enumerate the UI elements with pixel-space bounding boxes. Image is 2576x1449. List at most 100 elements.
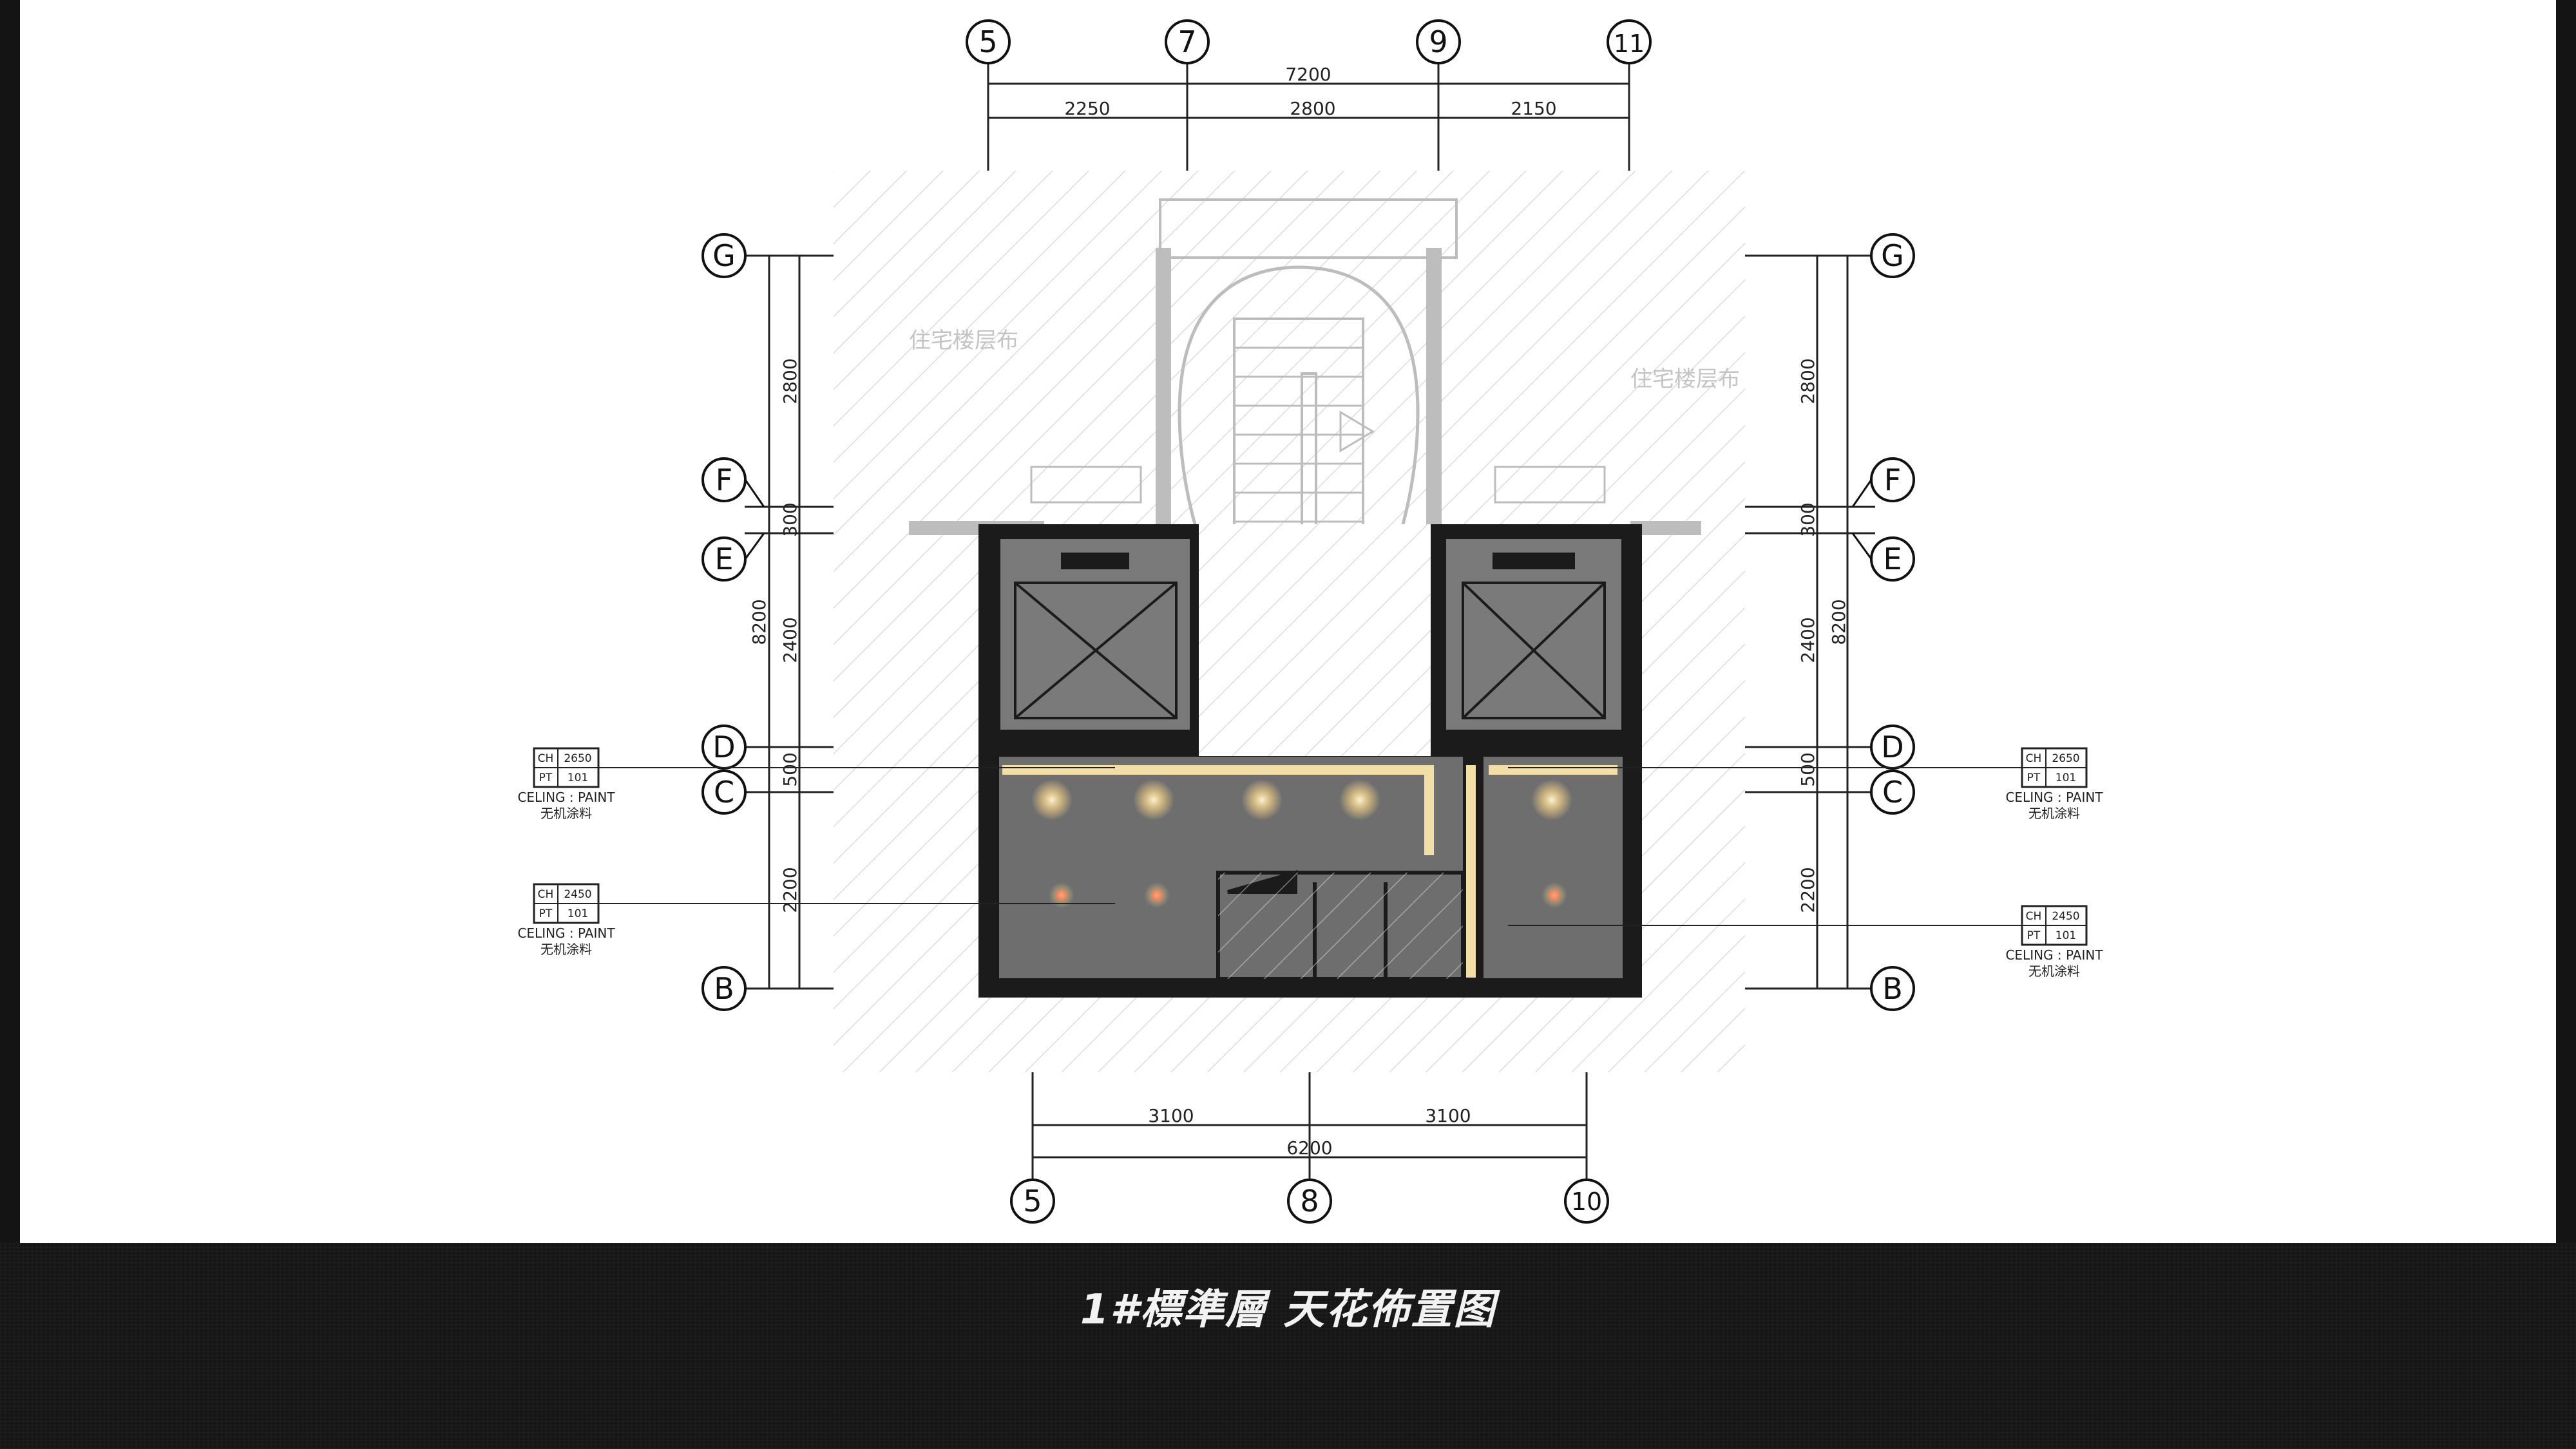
right-span-dim-4: 500	[1797, 752, 1818, 786]
svg-text:E: E	[1883, 542, 1902, 576]
right-span-dim-5: 2200	[1797, 867, 1818, 913]
left-span-dim-5: 2200	[779, 867, 801, 913]
top-dimension-lines	[987, 61, 1630, 171]
axis-bubble-top-7: 7	[1165, 19, 1210, 64]
svg-text:CELING : PAINT: CELING : PAINT	[517, 790, 615, 805]
svg-text:CELING : PAINT: CELING : PAINT	[2005, 947, 2103, 963]
svg-text:B: B	[714, 971, 734, 1006]
top-overall-dim: 7200	[1285, 64, 1331, 85]
drawing-title: 1#標準層 天花佈置图	[1080, 1286, 1496, 1334]
left-span-dim-1: 2800	[779, 358, 801, 404]
top-span-dim-1: 2250	[1064, 98, 1110, 119]
downlights	[1031, 779, 1572, 820]
axis-bubble-right-c: C	[1870, 770, 1915, 815]
svg-text:D: D	[712, 730, 735, 764]
svg-text:9: 9	[1429, 24, 1447, 59]
svg-text:11: 11	[1614, 30, 1645, 58]
svg-text:D: D	[1881, 730, 1903, 764]
axis-bubble-left-b: B	[701, 966, 747, 1011]
axis-bubble-top-5: 5	[966, 19, 1011, 64]
axis-bubble-left-e: E	[701, 536, 747, 582]
svg-text:C: C	[714, 775, 734, 810]
ceiling-tag-left-upper: CH 2650 PT 101 CELING : PAINT 无机涂料	[517, 747, 615, 821]
svg-text:7: 7	[1178, 24, 1196, 59]
bottom-overall-dim: 6200	[1286, 1137, 1332, 1159]
axis-bubble-left-f: F	[701, 457, 747, 502]
svg-text:101: 101	[2056, 929, 2076, 942]
svg-text:2450: 2450	[2052, 910, 2079, 923]
ceiling-plan-drawing: 住宅楼层布 住宅楼层布	[517, 19, 2103, 1224]
svg-text:F: F	[716, 462, 732, 497]
top-span-dim-3: 2150	[1511, 98, 1556, 119]
left-axis-leaders	[744, 479, 765, 560]
svg-text:E: E	[714, 542, 733, 576]
svg-text:5: 5	[1023, 1184, 1042, 1218]
svg-text:CELING : PAINT: CELING : PAINT	[2005, 790, 2103, 805]
drawing-sheet: 住宅楼层布 住宅楼层布	[20, 0, 2556, 1243]
neighbor-note-right: 住宅楼层布	[1630, 366, 1740, 392]
left-span-dim-4: 500	[779, 752, 801, 786]
svg-text:PT: PT	[539, 907, 553, 920]
left-span-dim-2: 300	[779, 502, 801, 536]
svg-text:无机涂料: 无机涂料	[540, 806, 592, 821]
neighbor-note-left: 住宅楼层布	[909, 328, 1018, 354]
svg-text:无机涂料: 无机涂料	[2028, 963, 2080, 979]
svg-text:PT: PT	[2027, 772, 2041, 784]
elevator-shafts	[998, 536, 1624, 732]
core-walls	[978, 524, 1642, 998]
svg-text:CELING : PAINT: CELING : PAINT	[517, 925, 615, 941]
axis-bubble-right-f: F	[1870, 457, 1915, 502]
axis-bubble-right-g: G	[1870, 233, 1915, 278]
axis-bubble-left-g: G	[701, 233, 747, 278]
right-span-dim-2: 300	[1797, 502, 1818, 536]
right-span-dim-3: 2400	[1797, 617, 1818, 663]
top-span-dim-2: 2800	[1290, 98, 1335, 119]
svg-text:CH: CH	[538, 888, 554, 901]
svg-text:B: B	[1882, 971, 1903, 1006]
axis-bubble-top-11: 11	[1607, 19, 1652, 64]
svg-text:PT: PT	[2027, 929, 2041, 942]
svg-text:101: 101	[568, 772, 588, 784]
svg-text:CH: CH	[2026, 910, 2042, 923]
svg-text:C: C	[1882, 775, 1903, 810]
lobby-stair	[1216, 870, 1465, 981]
svg-text:2450: 2450	[564, 888, 591, 901]
right-axis-leaders	[1851, 479, 1873, 560]
ceiling-tag-leaders	[580, 767, 2022, 926]
svg-text:10: 10	[1571, 1188, 1602, 1216]
right-span-dim-1: 2800	[1797, 358, 1818, 404]
sprinklers	[1049, 882, 1567, 908]
svg-text:G: G	[712, 238, 736, 273]
axis-bubble-top-9: 9	[1416, 19, 1461, 64]
svg-text:G: G	[1881, 238, 1904, 273]
bottom-span-dim-1: 3100	[1148, 1105, 1194, 1126]
right-overall-dim: 8200	[1828, 599, 1849, 645]
svg-text:2650: 2650	[564, 752, 591, 765]
bottom-dimension-lines	[1031, 1072, 1588, 1179]
bottom-span-dim-2: 3100	[1425, 1105, 1471, 1126]
axis-bubble-bottom-5: 5	[1010, 1179, 1055, 1224]
axis-bubble-left-c: C	[701, 770, 747, 815]
svg-text:101: 101	[2056, 772, 2076, 784]
ceiling-tag-left-lower: CH 2450 PT 101 CELING : PAINT 无机涂料	[517, 883, 615, 957]
svg-text:5: 5	[978, 24, 997, 59]
svg-text:无机涂料: 无机涂料	[2028, 806, 2080, 821]
svg-text:CH: CH	[2026, 752, 2042, 765]
svg-text:8: 8	[1300, 1184, 1319, 1218]
ceiling-tag-right-upper: CH 2650 PT 101 CELING : PAINT 无机涂料	[2005, 747, 2103, 821]
left-span-dim-3: 2400	[779, 617, 801, 663]
axis-bubble-right-d: D	[1870, 724, 1915, 770]
svg-text:PT: PT	[539, 772, 553, 784]
svg-text:2650: 2650	[2052, 752, 2079, 765]
svg-text:CH: CH	[538, 752, 554, 765]
title-bar: 1#標準層 天花佈置图	[0, 1243, 2576, 1449]
svg-text:101: 101	[568, 907, 588, 920]
left-dimension-lines	[745, 254, 834, 990]
axis-bubble-bottom-8: 8	[1287, 1179, 1332, 1224]
axis-bubble-bottom-10: 10	[1564, 1179, 1609, 1224]
axis-bubble-left-d: D	[701, 724, 747, 770]
axis-bubble-right-b: B	[1870, 966, 1915, 1011]
left-overall-dim: 8200	[749, 599, 770, 645]
svg-text:F: F	[1884, 462, 1901, 497]
ceiling-tag-right-lower: CH 2450 PT 101 CELING : PAINT 无机涂料	[2005, 905, 2103, 979]
